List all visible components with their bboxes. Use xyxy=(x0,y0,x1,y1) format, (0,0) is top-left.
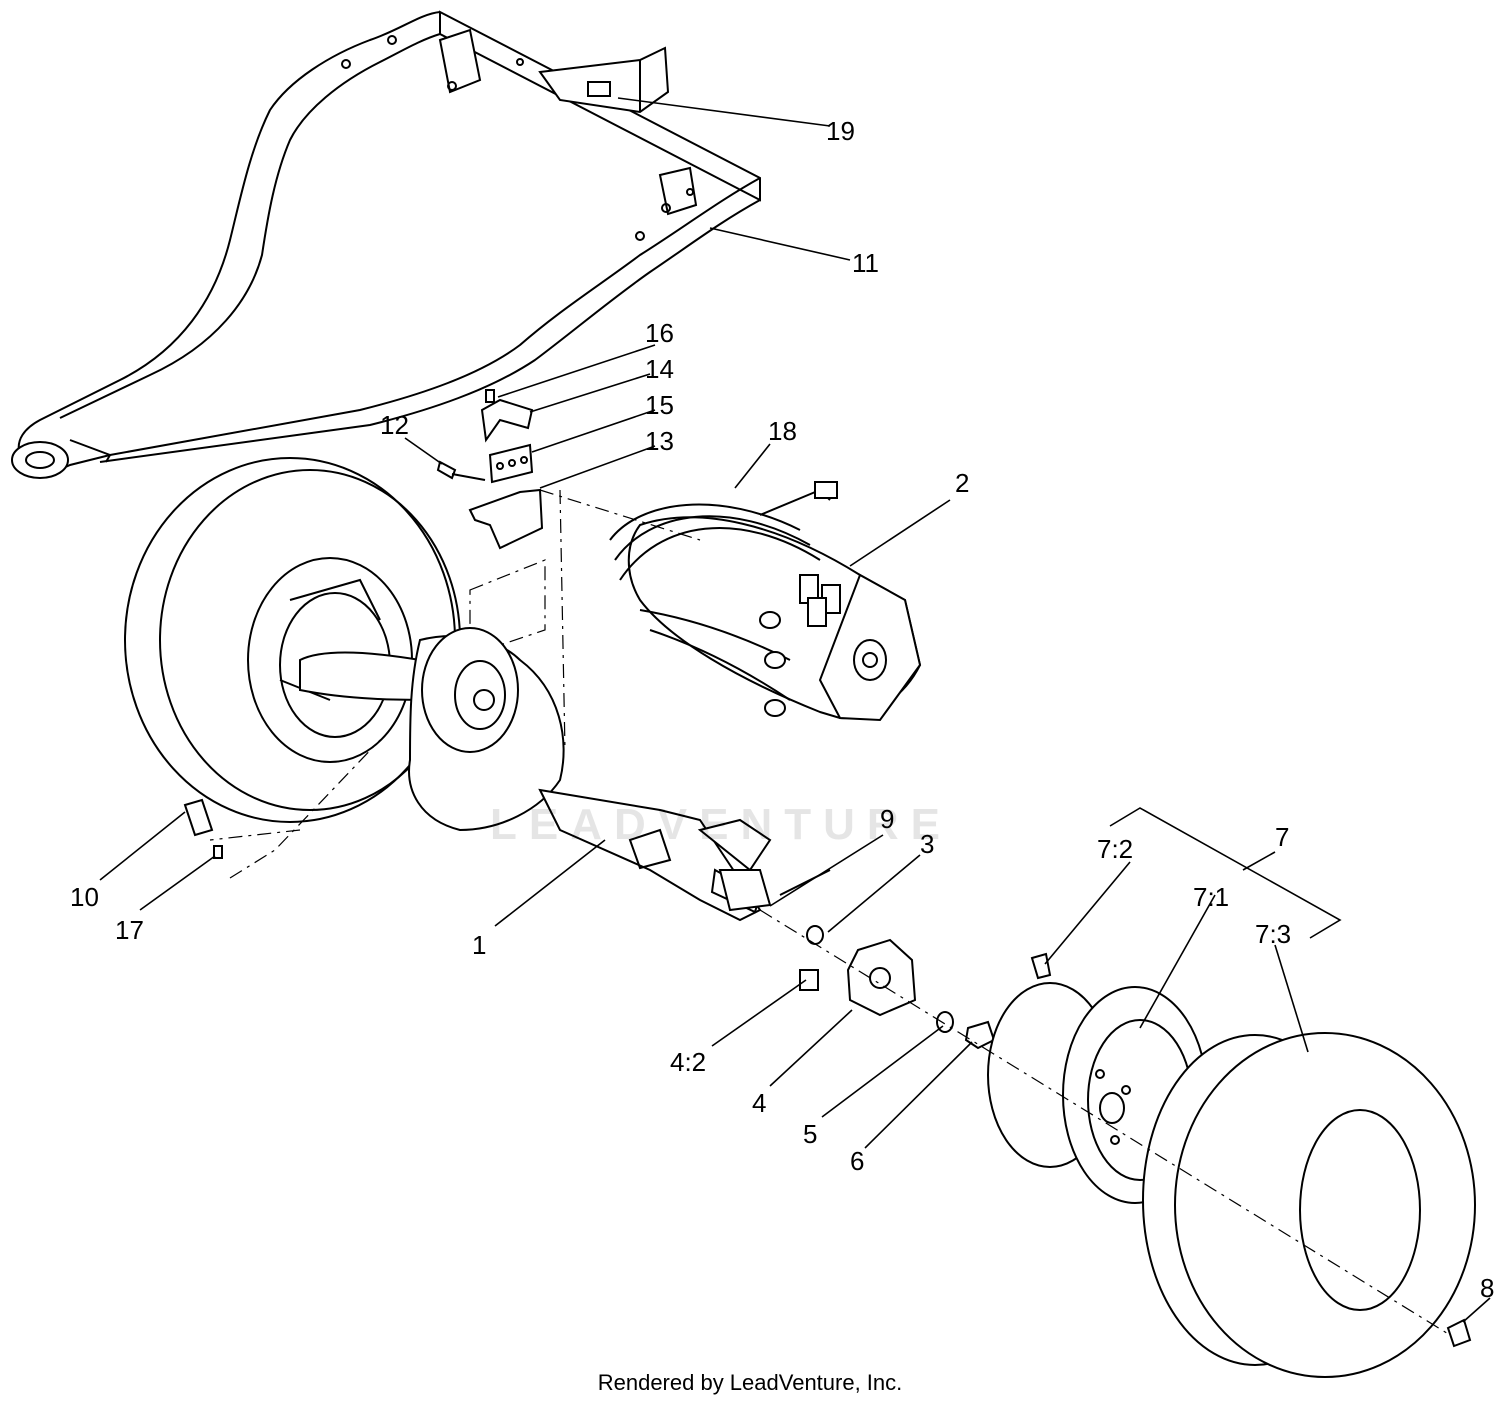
callout-7: 7 xyxy=(1275,822,1289,852)
tow-frame xyxy=(11,10,761,479)
wheel-tire xyxy=(1142,1032,1476,1378)
callout-14: 14 xyxy=(645,354,674,384)
callout-4: 4 xyxy=(752,1088,766,1118)
axis-lines xyxy=(209,489,1451,1336)
leader-lines xyxy=(99,97,1491,1323)
callout-16: 16 xyxy=(645,318,674,348)
kit-bracket-7 xyxy=(1109,807,1342,939)
callout-11: 11 xyxy=(852,248,879,278)
transaxle xyxy=(299,627,772,922)
callout-5: 5 xyxy=(803,1119,817,1149)
watermark: LEADVENTURE xyxy=(490,800,953,849)
callout-1: 1 xyxy=(472,930,486,960)
callout-3: 3 xyxy=(920,829,934,859)
callout-17: 17 xyxy=(115,915,144,945)
callout-labels: 19 11 16 14 15 13 12 18 2 9 3 7 7:2 7:1 … xyxy=(70,116,1494,1303)
callout-13: 13 xyxy=(645,426,674,456)
callout-9: 9 xyxy=(880,804,894,834)
callout-7-2: 7:2 xyxy=(1097,834,1133,864)
callout-12: 12 xyxy=(380,410,409,440)
callout-15: 15 xyxy=(645,390,674,420)
callout-6: 6 xyxy=(850,1146,864,1176)
electric-motor xyxy=(609,481,922,722)
callout-2: 2 xyxy=(955,468,969,498)
callout-19: 19 xyxy=(826,116,855,146)
callout-7-1: 7:1 xyxy=(1193,882,1229,912)
hub-and-hardware xyxy=(183,798,1052,1050)
callout-7-3: 7:3 xyxy=(1255,919,1291,949)
callout-8: 8 xyxy=(1480,1273,1494,1303)
callout-18: 18 xyxy=(768,416,797,446)
footer-credit: Rendered by LeadVenture, Inc. xyxy=(597,1370,903,1395)
callout-10: 10 xyxy=(70,882,99,912)
mounting-brackets xyxy=(436,389,544,550)
callout-4-2: 4:2 xyxy=(670,1047,706,1077)
